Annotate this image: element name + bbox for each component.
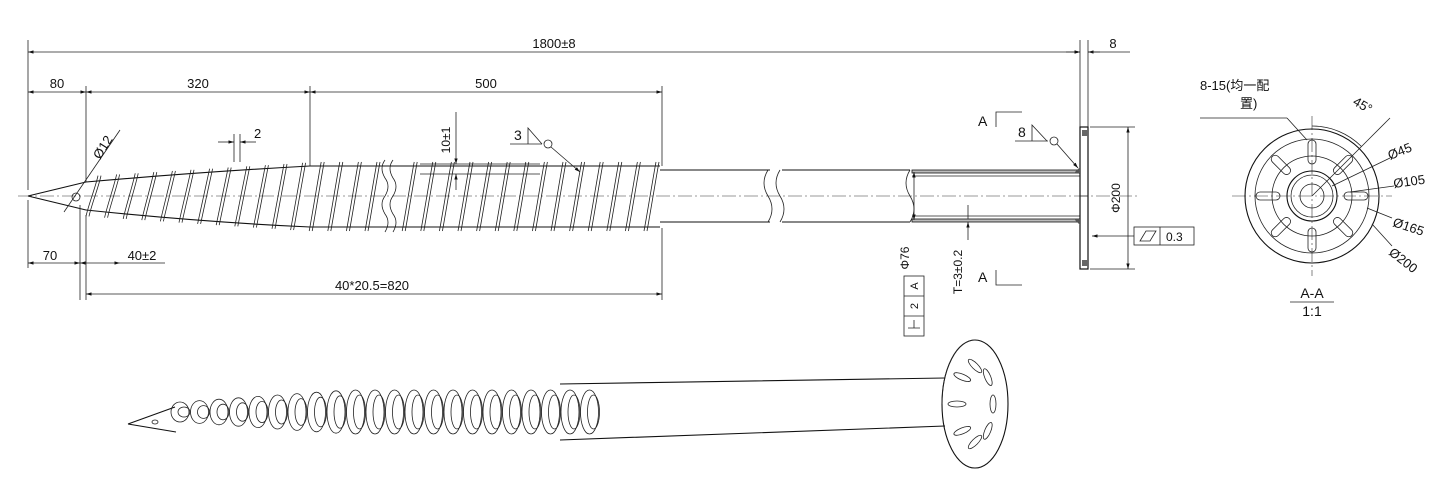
- svg-text:3: 3: [514, 127, 522, 143]
- section-marker-top: A: [978, 113, 988, 129]
- perpendicularity-frame: 2 A: [903, 275, 925, 337]
- dim-thread-height: 10±1: [439, 126, 453, 153]
- dimensions: 1800±8 8 80 320 500 70 40±2: [27, 36, 1135, 300]
- dim-thread-section-2: 500: [475, 76, 497, 91]
- dim-d165: Ø165: [1391, 215, 1426, 239]
- dim-tip-point-length: 70: [43, 248, 57, 263]
- svg-text:0.3: 0.3: [1166, 230, 1183, 244]
- svg-text:2: 2: [909, 303, 921, 309]
- section-slots: [1255, 139, 1369, 253]
- slot-note-line1: 8-15(均一配: [1200, 78, 1269, 93]
- section-cut-markers: A A: [978, 111, 1022, 286]
- section-scale: 1:1: [1302, 303, 1322, 319]
- dim-thread-span: 40*20.5=820: [335, 278, 409, 293]
- dim-d45: Ø45: [1386, 140, 1414, 163]
- section-title: A-A: [1300, 285, 1324, 301]
- isometric-view: [127, 339, 1009, 469]
- dim-overall-length: 1800±8: [532, 36, 575, 51]
- dim-d105: Ø105: [1392, 172, 1426, 191]
- tip-cone: [27, 181, 87, 211]
- pipe-break: [763, 169, 785, 223]
- svg-text:A: A: [909, 282, 921, 290]
- iso-flange: [941, 339, 1009, 469]
- section-marker-bottom: A: [978, 269, 988, 285]
- tapered-shaft: [85, 165, 660, 228]
- dim-tip-to-thread: 40±2: [128, 248, 157, 263]
- dim-flange-thickness: 8: [1109, 36, 1116, 51]
- pipe: [660, 169, 910, 223]
- tip-hole: [71, 192, 81, 202]
- dim-thread-section-1: 320: [187, 76, 209, 91]
- dim-blade-thickness: 2: [254, 126, 261, 141]
- weld-symbol-thread: 3: [510, 126, 581, 173]
- dim-hole-diameter: Ø12: [90, 133, 116, 162]
- dim-flange-diameter: Φ200: [1109, 183, 1123, 213]
- slot-note-line2: 置): [1240, 96, 1257, 111]
- dim-pipe-diameter: Φ76: [898, 246, 912, 269]
- dim-wall-thickness: T=3±0.2: [951, 250, 965, 295]
- thread-break: [381, 159, 397, 233]
- helix-flights: [85, 161, 660, 232]
- svg-text:8: 8: [1018, 124, 1026, 140]
- section-view: 45° 8-15(均一配 置) Ø45 Ø105 Ø165 Ø200 A-A 1…: [1200, 78, 1426, 319]
- main-view: 1800±8 8 80 320 500 70 40±2: [18, 36, 1195, 337]
- weld-symbol-flange: 8: [1015, 123, 1079, 169]
- iso-slots: [947, 358, 997, 450]
- iso-flights: [170, 389, 600, 435]
- dim-tip-length: 80: [50, 76, 64, 91]
- angle-label: 45°: [1351, 94, 1376, 117]
- dim-d200: Ø200: [1386, 245, 1420, 276]
- flange: [1074, 126, 1089, 270]
- flatness-frame: 0.3: [1092, 226, 1195, 246]
